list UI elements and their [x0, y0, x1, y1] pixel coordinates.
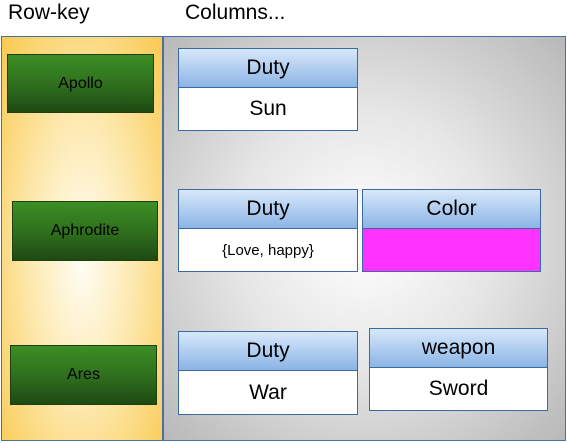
cell-value: War	[249, 380, 287, 404]
cell-column-name: Duty	[179, 49, 357, 88]
row-key-apollo: Apollo	[7, 54, 154, 113]
cell-value: Sword	[428, 377, 489, 400]
row-key-aphrodite: Aphrodite	[12, 201, 158, 261]
rowkey-header: Row-key	[8, 1, 90, 24]
cell-column-name: Duty	[179, 190, 357, 229]
cell-value: Sun	[249, 97, 287, 120]
color-swatch	[363, 229, 540, 271]
cell-aphrodite-duty: Duty {Love, happy}	[178, 189, 358, 272]
cell-column-name: weapon	[370, 329, 547, 368]
cell-value: {Love, happy}	[222, 241, 314, 259]
cell-column-name: Color	[363, 190, 540, 229]
cell-ares-weapon: weapon Sword	[369, 328, 548, 411]
row-key-ares: Ares	[10, 345, 157, 405]
cell-apollo-duty: Duty Sun	[178, 48, 358, 131]
columns-header: Columns...	[185, 1, 286, 24]
cell-ares-duty: Duty War	[178, 331, 358, 415]
cell-column-name: Duty	[179, 332, 357, 371]
cell-aphrodite-color: Color	[362, 189, 541, 272]
